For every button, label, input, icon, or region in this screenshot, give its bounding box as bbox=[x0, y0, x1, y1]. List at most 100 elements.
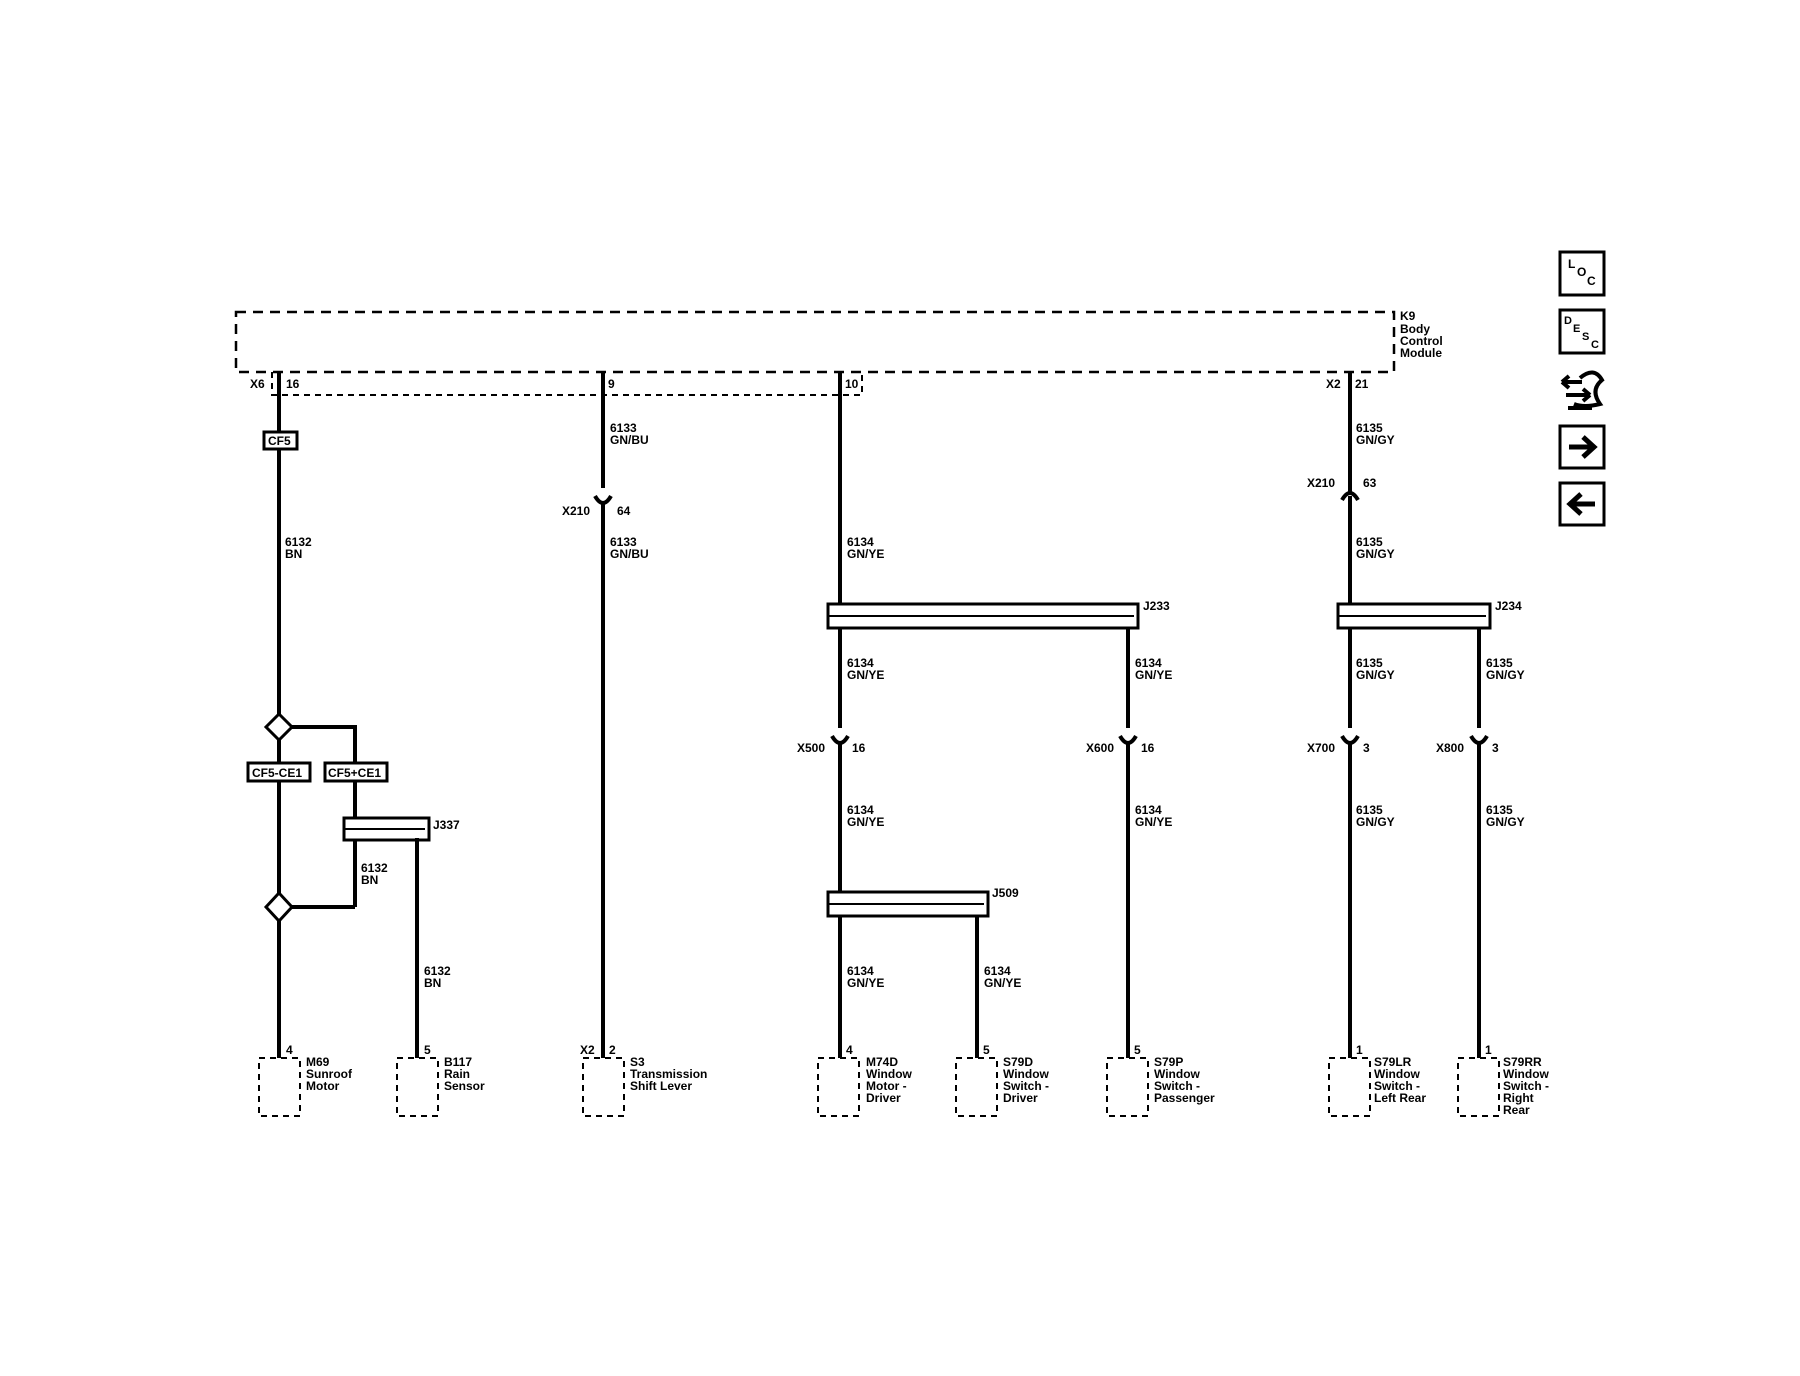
wire-label-circuit: 6135 bbox=[1356, 421, 1383, 435]
component-name: M74D bbox=[866, 1055, 898, 1069]
desc-button[interactable]: D E S C bbox=[1558, 308, 1606, 355]
connector-x800-ref: X800 bbox=[1436, 741, 1464, 755]
desc-letter: D bbox=[1564, 315, 1572, 327]
wire-label-circuit: 6134 bbox=[847, 656, 874, 670]
component-desc: Switch - bbox=[1503, 1079, 1549, 1093]
component-pin: 5 bbox=[983, 1043, 990, 1057]
splice-j233-label: J233 bbox=[1143, 599, 1170, 613]
component-pin: 4 bbox=[846, 1043, 853, 1057]
component-desc: Window bbox=[1374, 1067, 1421, 1081]
circuit-6132: CF5 CF5-CE1 CF5+CE1 J337 bbox=[246, 372, 460, 1058]
bcm-pin-9: 9 bbox=[608, 377, 615, 391]
connector-x500-ref: X500 bbox=[797, 741, 825, 755]
component-name: S79RR bbox=[1503, 1055, 1542, 1069]
wire-label-color: GN/YE bbox=[1135, 668, 1172, 682]
component-desc: Motor - bbox=[866, 1079, 907, 1093]
fuse-cf5-label: CF5 bbox=[268, 434, 291, 448]
connector-x210-pin: 64 bbox=[617, 504, 631, 518]
previous-button[interactable] bbox=[1558, 481, 1606, 527]
wire-label-circuit: 6134 bbox=[847, 803, 874, 817]
circuit-6134: J233 J509 bbox=[826, 372, 1170, 1058]
arrow-left-icon bbox=[1566, 492, 1595, 516]
wire-label-circuit: 6135 bbox=[1356, 656, 1383, 670]
component-m69: 4 M69 Sunroof Motor bbox=[258, 1043, 353, 1117]
component-desc: Sunroof bbox=[306, 1067, 353, 1081]
desc-letter: E bbox=[1573, 323, 1580, 335]
bcm-pin-10: 10 bbox=[845, 377, 859, 391]
component-s3: X2 2 S3 Transmission Shift Lever bbox=[580, 1043, 707, 1117]
component-pin: 1 bbox=[1356, 1043, 1363, 1057]
next-button[interactable] bbox=[1558, 424, 1606, 470]
signal-flow-icon[interactable] bbox=[1560, 370, 1605, 410]
arrow-right-icon bbox=[1569, 435, 1598, 459]
component-s79lr: 1 S79LR Window Switch - Left Rear bbox=[1328, 1043, 1426, 1117]
connector-x210-ref: X210 bbox=[562, 504, 590, 518]
component-pin: 5 bbox=[1134, 1043, 1141, 1057]
connector-x700-ref: X700 bbox=[1307, 741, 1335, 755]
desc-letter: C bbox=[1591, 339, 1599, 351]
component-desc: Rain bbox=[444, 1067, 470, 1081]
wire-label-circuit: 6133 bbox=[610, 421, 637, 435]
splice-j509-label: J509 bbox=[992, 886, 1019, 900]
component-name: S79LR bbox=[1374, 1055, 1412, 1069]
wire-label-color: GN/BU bbox=[610, 547, 649, 561]
component-pin: 5 bbox=[424, 1043, 431, 1057]
component-desc: Left Rear bbox=[1374, 1091, 1426, 1105]
wire-label-circuit: 6132 bbox=[424, 964, 451, 978]
wire-label-color: BN bbox=[361, 873, 378, 887]
wire-label-circuit: 6134 bbox=[1135, 656, 1162, 670]
wire-label-circuit: 6134 bbox=[847, 964, 874, 978]
component-desc: Passenger bbox=[1154, 1091, 1215, 1105]
circuit-6135: J234 bbox=[1336, 372, 1522, 1058]
wire-label-color: GN/YE bbox=[847, 976, 884, 990]
component-name: B117 bbox=[444, 1055, 472, 1069]
component-desc: Shift Lever bbox=[630, 1079, 692, 1093]
module-ref: K9 bbox=[1400, 309, 1416, 323]
component-s79p: 5 S79P Window Switch - Passenger bbox=[1106, 1043, 1215, 1117]
connector-x600-ref: X600 bbox=[1086, 741, 1114, 755]
bcm-conn-x6: X6 bbox=[250, 377, 265, 391]
component-pin: 4 bbox=[286, 1043, 293, 1057]
wire-label-circuit: 6135 bbox=[1486, 803, 1513, 817]
loc-button[interactable]: L O C bbox=[1558, 250, 1606, 297]
component-name: S3 bbox=[630, 1055, 645, 1069]
wire-label-circuit: 6134 bbox=[847, 535, 874, 549]
component-m74d: 4 M74D Window Motor - Driver bbox=[817, 1043, 913, 1117]
component-desc: Switch - bbox=[1003, 1079, 1049, 1093]
connector-x800-pin: 3 bbox=[1492, 741, 1499, 755]
component-desc: Switch - bbox=[1154, 1079, 1200, 1093]
wire-label-color: GN/YE bbox=[847, 668, 884, 682]
wire-label-color: GN/GY bbox=[1356, 433, 1395, 447]
wire-label-circuit: 6135 bbox=[1486, 656, 1513, 670]
component-desc: Transmission bbox=[630, 1067, 707, 1081]
wire-label-color: GN/GY bbox=[1356, 815, 1395, 829]
component-s79rr: 1 S79RR Window Switch - Right Rear bbox=[1457, 1043, 1550, 1117]
connector-x500-pin: 16 bbox=[852, 741, 866, 755]
bcm-pin-21: 21 bbox=[1355, 377, 1369, 391]
wire-label-color: GN/YE bbox=[984, 976, 1021, 990]
component-pin: 1 bbox=[1485, 1043, 1492, 1057]
module-name-1: Body bbox=[1400, 322, 1430, 336]
bcm-pin-16: 16 bbox=[286, 377, 300, 391]
wire-label-color: GN/YE bbox=[847, 815, 884, 829]
module-name-2: Control bbox=[1400, 334, 1443, 348]
connector-x210-pin: 63 bbox=[1363, 476, 1377, 490]
wire-label-color: BN bbox=[285, 547, 302, 561]
splice-j337-label: J337 bbox=[433, 818, 460, 832]
wire-label-circuit: 6134 bbox=[1135, 803, 1162, 817]
component-desc: Right bbox=[1503, 1091, 1534, 1105]
bcm-conn-x2: X2 bbox=[1326, 377, 1341, 391]
component-desc: Switch - bbox=[1374, 1079, 1420, 1093]
circuit-6133 bbox=[593, 372, 613, 1058]
wire-label-color: BN bbox=[424, 976, 441, 990]
component-conn: X2 bbox=[580, 1043, 595, 1057]
wire-label-color: GN/GY bbox=[1356, 668, 1395, 682]
component-b117: 5 B117 Rain Sensor bbox=[396, 1043, 485, 1117]
wire-label-circuit: 6133 bbox=[610, 535, 637, 549]
connector-x210-ref: X210 bbox=[1307, 476, 1335, 490]
splice-diamond-top bbox=[263, 711, 295, 743]
component-desc: Window bbox=[1003, 1067, 1050, 1081]
component-desc: Window bbox=[1503, 1067, 1550, 1081]
component-name: S79D bbox=[1003, 1055, 1033, 1069]
